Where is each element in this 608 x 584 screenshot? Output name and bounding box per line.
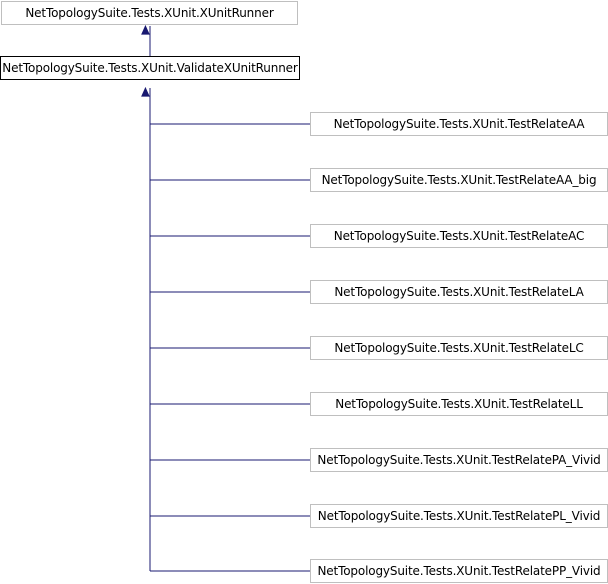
derived-class-label: NetTopologySuite.Tests.XUnit.TestRelateA… — [333, 117, 585, 131]
derived-class-node-testrelatepl-vivid[interactable]: NetTopologySuite.Tests.XUnit.TestRelateP… — [310, 504, 608, 528]
base-class-node[interactable]: NetTopologySuite.Tests.XUnit.XUnitRunner — [1, 1, 298, 25]
derived-class-label: NetTopologySuite.Tests.XUnit.TestRelateL… — [334, 341, 584, 355]
derived-class-node-testrelatelc[interactable]: NetTopologySuite.Tests.XUnit.TestRelateL… — [310, 336, 608, 360]
derived-class-node-testrelateac[interactable]: NetTopologySuite.Tests.XUnit.TestRelateA… — [310, 224, 608, 248]
derived-class-node-testrelatell[interactable]: NetTopologySuite.Tests.XUnit.TestRelateL… — [310, 392, 608, 416]
derived-class-label: NetTopologySuite.Tests.XUnit.TestRelateL… — [334, 285, 584, 299]
derived-class-label: NetTopologySuite.Tests.XUnit.TestRelateA… — [321, 173, 597, 187]
derived-class-node-testrelatela[interactable]: NetTopologySuite.Tests.XUnit.TestRelateL… — [310, 280, 608, 304]
derived-class-label: NetTopologySuite.Tests.XUnit.TestRelateP… — [317, 509, 601, 523]
derived-class-node-testrelatepa-vivid[interactable]: NetTopologySuite.Tests.XUnit.TestRelateP… — [310, 448, 608, 472]
derived-class-label: NetTopologySuite.Tests.XUnit.TestRelateL… — [335, 397, 583, 411]
derived-class-label: NetTopologySuite.Tests.XUnit.TestRelateA… — [333, 229, 585, 243]
base-class-label: NetTopologySuite.Tests.XUnit.XUnitRunner — [25, 6, 274, 20]
current-class-node: NetTopologySuite.Tests.XUnit.ValidateXUn… — [0, 56, 300, 80]
derived-class-node-testrelatepp-vivid[interactable]: NetTopologySuite.Tests.XUnit.TestRelateP… — [310, 559, 608, 583]
derived-class-node-testrelateaa[interactable]: NetTopologySuite.Tests.XUnit.TestRelateA… — [310, 112, 608, 136]
derived-class-label: NetTopologySuite.Tests.XUnit.TestRelateP… — [317, 453, 601, 467]
current-class-label: NetTopologySuite.Tests.XUnit.ValidateXUn… — [2, 61, 298, 75]
derived-class-label: NetTopologySuite.Tests.XUnit.TestRelateP… — [317, 564, 601, 578]
derived-class-node-testrelateaa-big[interactable]: NetTopologySuite.Tests.XUnit.TestRelateA… — [310, 168, 608, 192]
